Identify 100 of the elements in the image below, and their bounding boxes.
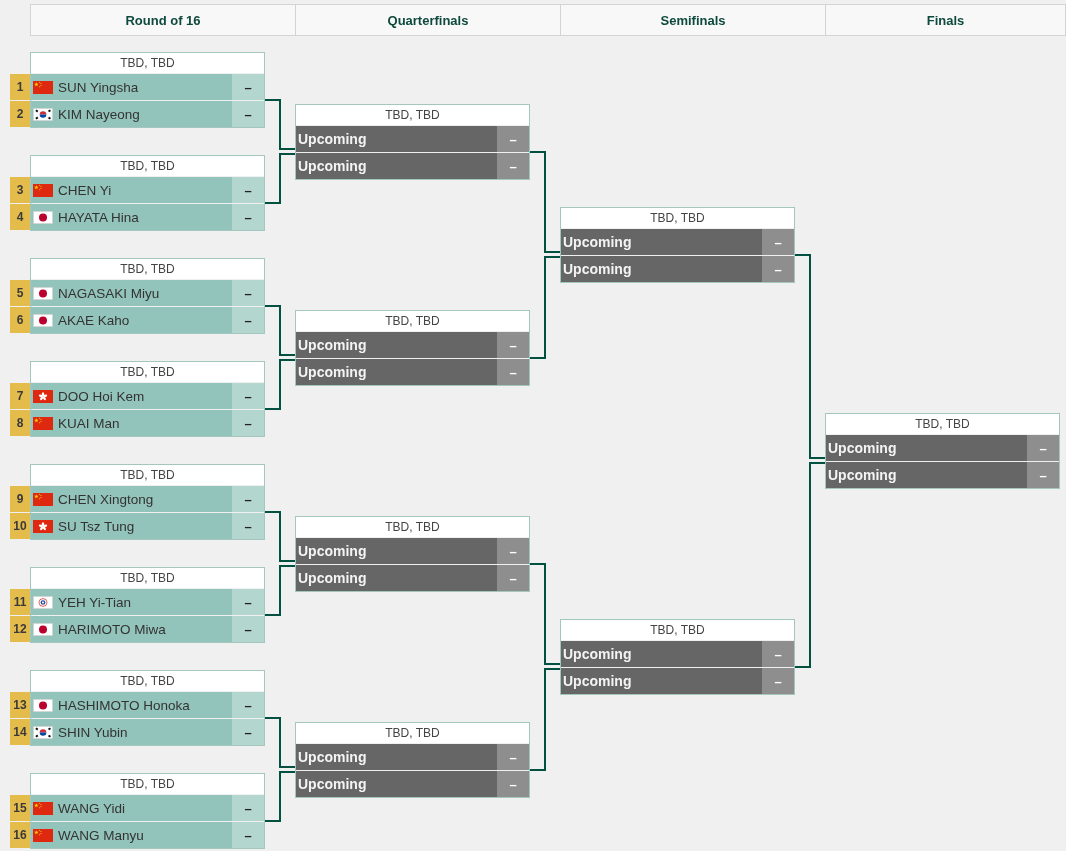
column-header: Semifinals xyxy=(560,4,826,36)
player-name: Upcoming xyxy=(297,776,368,792)
score: – xyxy=(232,74,264,100)
match-title: TBD, TBD xyxy=(296,517,529,537)
player-name: YEH Yi-Tian xyxy=(57,594,133,610)
player-row xyxy=(296,744,529,770)
column-header: Finals xyxy=(825,4,1066,36)
score: – xyxy=(232,719,264,745)
player-name: WANG Yidi xyxy=(57,800,126,816)
player-name: KIM Nayeong xyxy=(57,106,141,122)
score: – xyxy=(232,101,264,127)
match-card xyxy=(295,104,530,180)
player-name: WANG Manyu xyxy=(57,827,145,843)
match-card xyxy=(560,619,795,695)
player-name: Upcoming xyxy=(297,364,368,380)
match-title: TBD, TBD xyxy=(31,671,264,691)
player-name: DOO Hoi Kem xyxy=(57,388,146,404)
seed-number: 8 xyxy=(10,410,30,436)
connector-line xyxy=(529,151,561,253)
score: – xyxy=(497,538,529,564)
match-card xyxy=(295,310,530,386)
match-title: TBD, TBD xyxy=(31,53,264,73)
connector-line xyxy=(794,462,826,668)
player-name: KUAI Man xyxy=(57,415,121,431)
score: – xyxy=(762,668,794,694)
connector-line xyxy=(264,359,296,410)
player-name: SHIN Yubin xyxy=(57,724,129,740)
seed-number: 2 xyxy=(10,101,30,127)
connector-line xyxy=(264,771,296,822)
seed-number: 4 xyxy=(10,204,30,230)
score: – xyxy=(232,513,264,539)
match-title: TBD, TBD xyxy=(31,774,264,794)
score: – xyxy=(762,641,794,667)
seed-number: 10 xyxy=(10,513,30,539)
player-name: NAGASAKI Miyu xyxy=(57,285,161,301)
player-row xyxy=(561,256,794,282)
score: – xyxy=(232,795,264,821)
player-name: Upcoming xyxy=(562,261,633,277)
match-title: TBD, TBD xyxy=(561,620,794,640)
score: – xyxy=(497,332,529,358)
column-header: Round of 16 xyxy=(30,4,296,36)
score: – xyxy=(232,410,264,436)
match-title: TBD, TBD xyxy=(296,723,529,743)
player-name: Upcoming xyxy=(827,440,898,456)
player-name: SUN Yingsha xyxy=(57,79,140,95)
match-card xyxy=(560,207,795,283)
player-name: Upcoming xyxy=(297,158,368,174)
connector-line xyxy=(529,563,561,665)
match-title: TBD, TBD xyxy=(31,362,264,382)
score: – xyxy=(762,229,794,255)
score: – xyxy=(232,822,264,848)
match-title: TBD, TBD xyxy=(31,259,264,279)
player-name: Upcoming xyxy=(297,131,368,147)
player-name: HAYATA Hina xyxy=(57,209,140,225)
player-name: CHEN Xingtong xyxy=(57,491,155,507)
connector-line xyxy=(264,565,296,616)
player-name: CHEN Yi xyxy=(57,182,113,198)
player-row xyxy=(561,641,794,667)
score: – xyxy=(497,126,529,152)
score: – xyxy=(1027,462,1059,488)
column-header: Quarterfinals xyxy=(295,4,561,36)
seed-number: 7 xyxy=(10,383,30,409)
player-name: Upcoming xyxy=(297,337,368,353)
score: – xyxy=(232,307,264,333)
player-row xyxy=(561,668,794,694)
player-row xyxy=(296,332,529,358)
seed-number: 13 xyxy=(10,692,30,718)
match-title: TBD, TBD xyxy=(296,105,529,125)
score: – xyxy=(497,565,529,591)
player-row xyxy=(296,359,529,385)
seed-number: 6 xyxy=(10,307,30,333)
score: – xyxy=(232,177,264,203)
player-row xyxy=(296,771,529,797)
seed-number: 11 xyxy=(10,589,30,615)
score: – xyxy=(497,153,529,179)
player-row xyxy=(826,435,1059,461)
score: – xyxy=(232,692,264,718)
seed-number: 14 xyxy=(10,719,30,745)
seed-number: 16 xyxy=(10,822,30,848)
connector-line xyxy=(794,254,826,459)
match-title: TBD, TBD xyxy=(296,311,529,331)
match-title: TBD, TBD xyxy=(561,208,794,228)
score: – xyxy=(232,280,264,306)
player-name: Upcoming xyxy=(562,646,633,662)
score: – xyxy=(497,744,529,770)
seed-number: 3 xyxy=(10,177,30,203)
connector-line xyxy=(529,256,561,359)
match-title: TBD, TBD xyxy=(31,568,264,588)
score: – xyxy=(232,486,264,512)
match-title: TBD, TBD xyxy=(826,414,1059,434)
score: – xyxy=(232,589,264,615)
score: – xyxy=(232,616,264,642)
player-name: Upcoming xyxy=(827,467,898,483)
connector-line xyxy=(264,99,296,150)
player-row xyxy=(296,153,529,179)
connector-line xyxy=(264,717,296,768)
seed-number: 1 xyxy=(10,74,30,100)
score: – xyxy=(1027,435,1059,461)
connector-line xyxy=(264,511,296,562)
connector-line xyxy=(264,305,296,356)
